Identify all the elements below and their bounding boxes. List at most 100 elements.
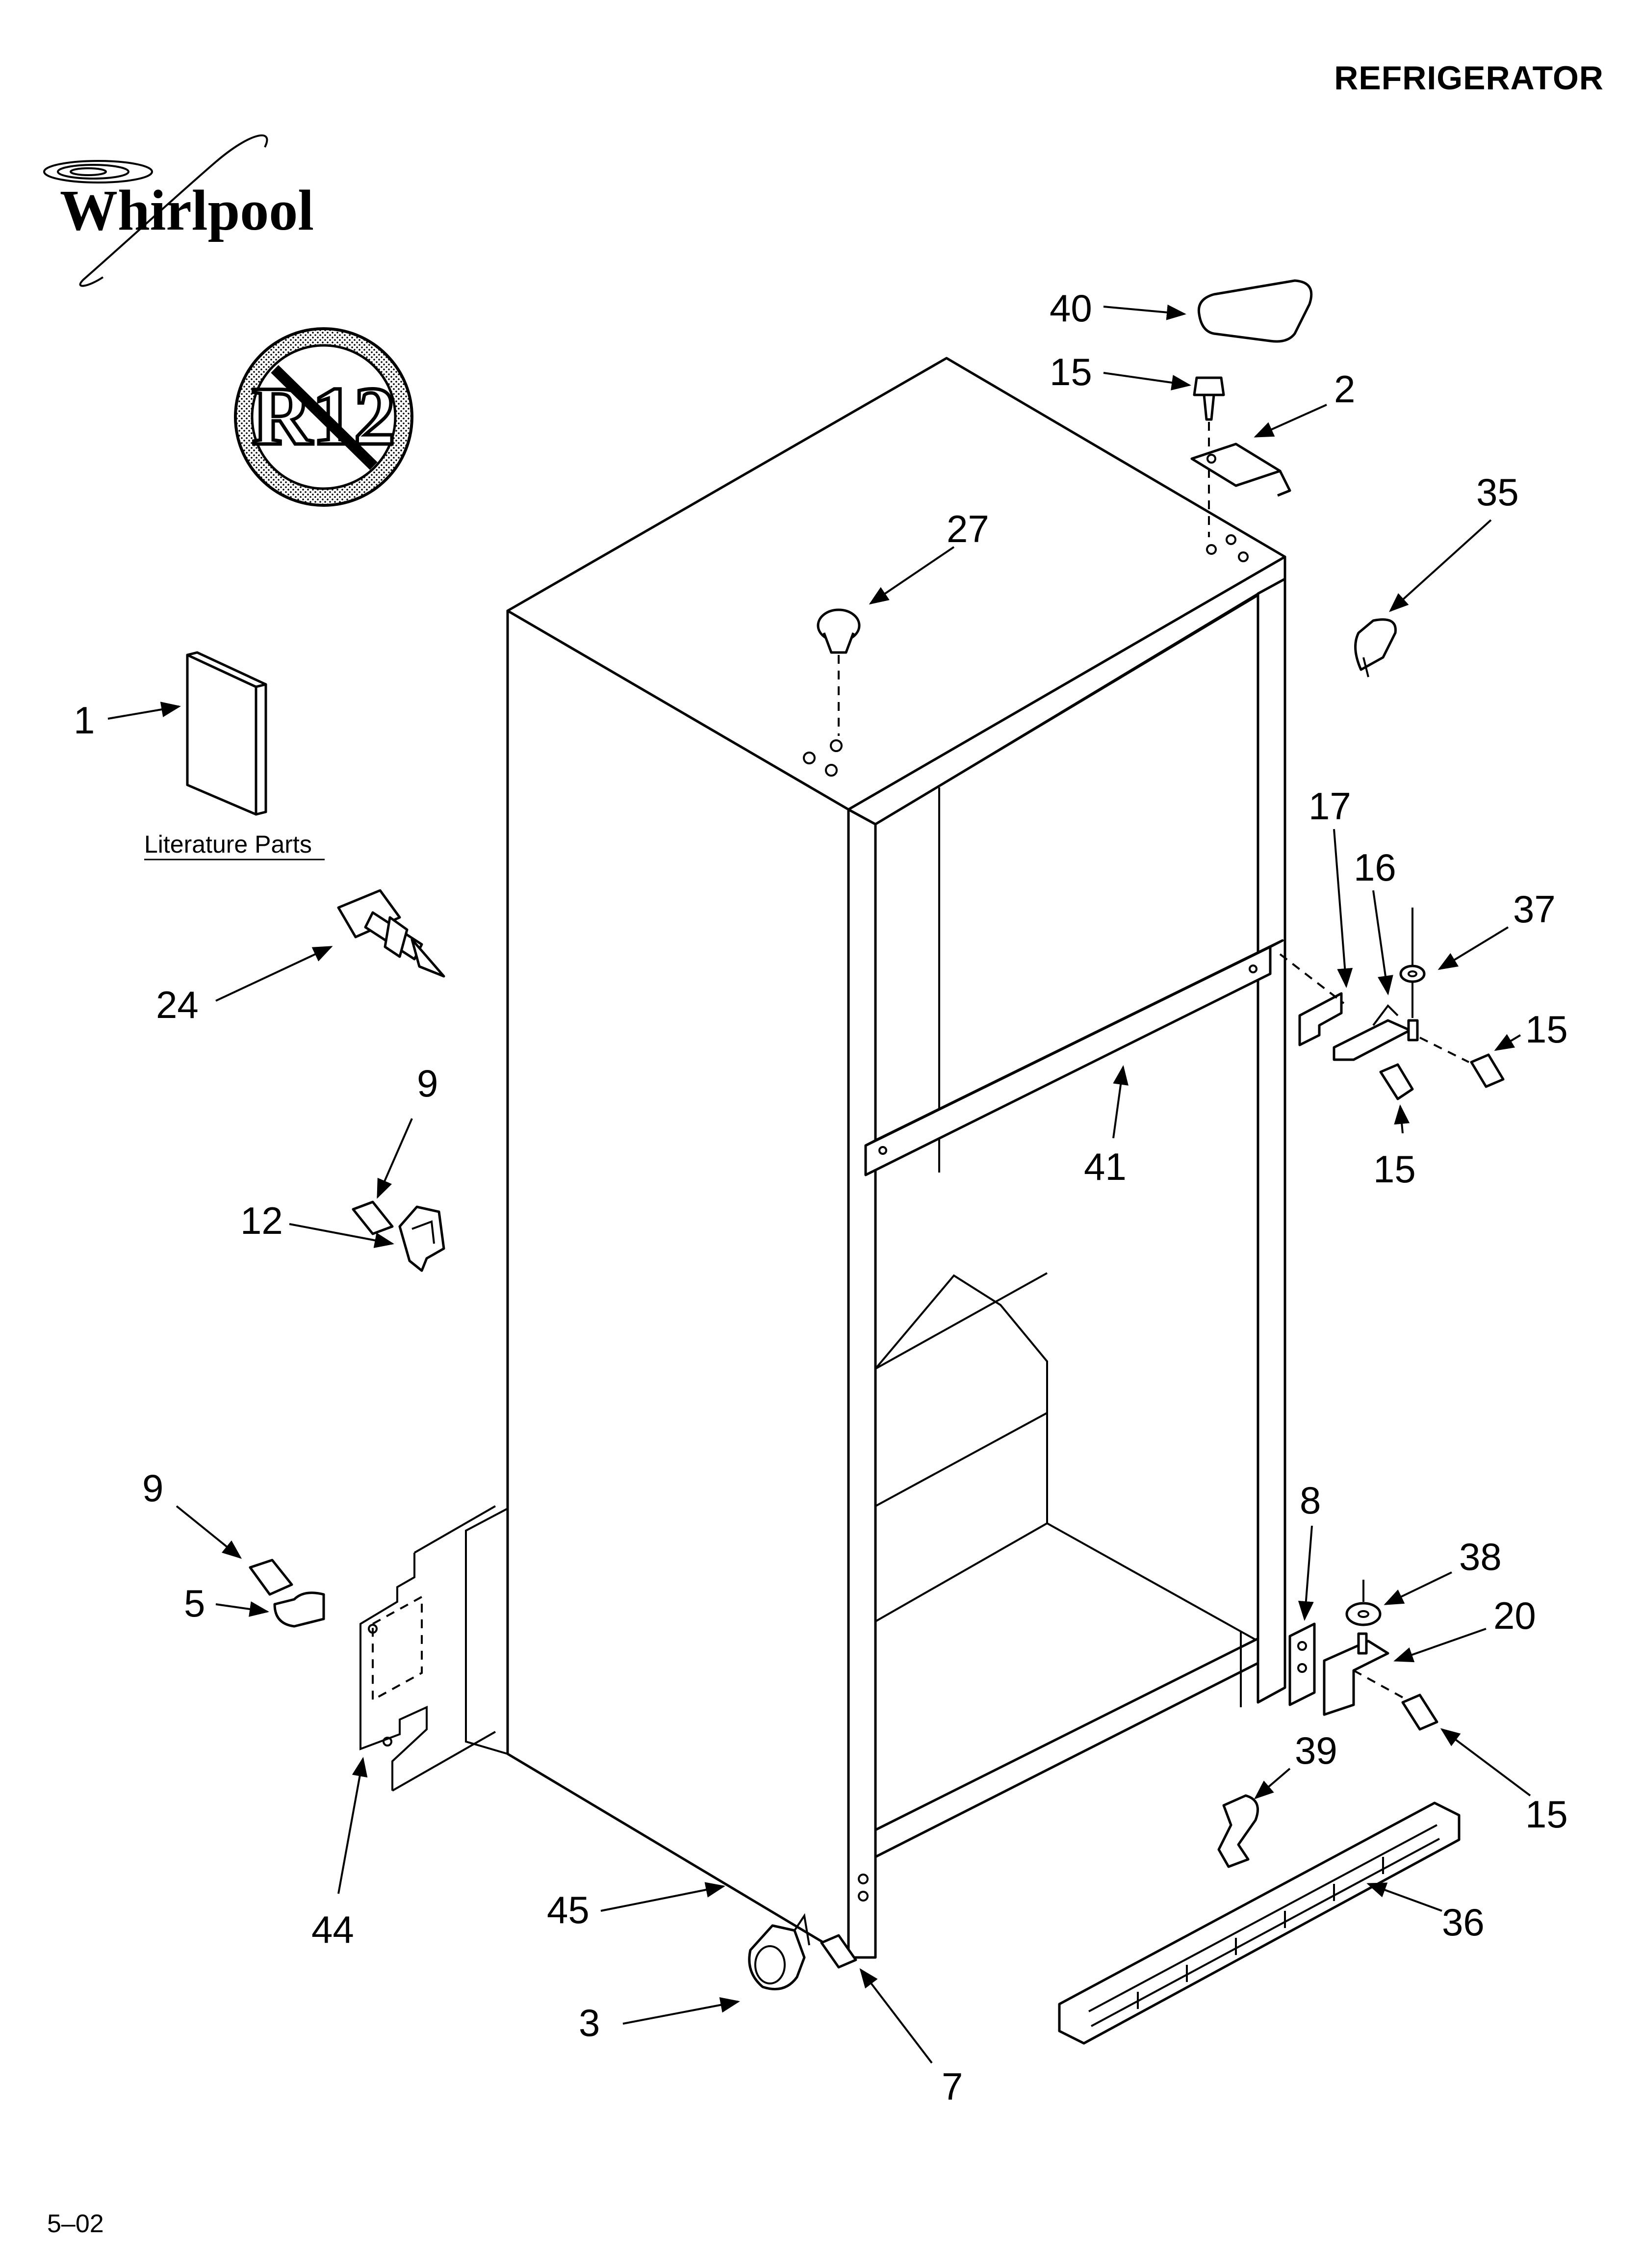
callout-2: 2 xyxy=(1334,367,1355,411)
bracket-44-top-edge xyxy=(414,1505,496,1554)
leader-36 xyxy=(1366,1882,1442,1912)
callout-39: 39 xyxy=(1295,1729,1337,1772)
divider-rail-hole-a xyxy=(878,1146,887,1155)
bottom-hinge-assembly xyxy=(1217,1580,1438,1868)
callout-37: 37 xyxy=(1513,887,1556,931)
toe-grille-body xyxy=(1058,1801,1461,2045)
callout-15-bottom: 15 xyxy=(1525,1793,1568,1836)
center-hinge-guide-b xyxy=(1419,1037,1469,1063)
callout-27: 27 xyxy=(947,507,989,550)
top-hinge-screw xyxy=(1193,376,1225,537)
literature-parts: Literature Parts xyxy=(144,651,325,860)
center-hinge-assembly xyxy=(1279,908,1505,1100)
cabinet-bottom-rail xyxy=(874,1637,1259,1858)
center-hinge-pin xyxy=(1407,1019,1419,1042)
leader-15d xyxy=(1440,1728,1531,1797)
leader-35 xyxy=(1389,519,1492,612)
leader-45 xyxy=(600,1882,725,1912)
callout-7: 7 xyxy=(942,2065,963,2108)
callout-3: 3 xyxy=(579,2001,600,2044)
leader-20 xyxy=(1393,1628,1487,1663)
washer-38-hole xyxy=(1358,1610,1369,1618)
washer-37-hole xyxy=(1408,970,1417,977)
leader-24 xyxy=(215,946,333,1002)
center-hinge-16 xyxy=(1333,1019,1411,1061)
top-hinge-screw-head xyxy=(1193,376,1225,396)
divider-rail-hole-b xyxy=(1249,965,1257,973)
center-hinge-guide-a xyxy=(1279,953,1345,1004)
callout-15-center-right: 15 xyxy=(1525,1008,1568,1051)
top-hole-e xyxy=(1226,534,1236,545)
top-hole-c xyxy=(830,739,843,752)
leader-41 xyxy=(1112,1065,1129,1139)
leader-16 xyxy=(1372,890,1393,995)
callout-12: 12 xyxy=(240,1199,283,1242)
bracket-44-hole-a xyxy=(368,1624,378,1634)
cabinet-liner-top-edge xyxy=(874,593,1259,825)
callout-24: 24 xyxy=(156,983,199,1026)
cabinet-hole-b xyxy=(858,1891,869,1902)
callout-45: 45 xyxy=(547,1888,590,1931)
date-code: 5–02 xyxy=(47,2210,104,2238)
leveling-leg-tip xyxy=(410,938,445,978)
leveling-leg-plate xyxy=(337,889,401,938)
top-hinge xyxy=(1190,443,1291,497)
roller-assembly xyxy=(748,1913,857,1990)
literature-label: Literature Parts xyxy=(144,831,312,858)
hinge-cap xyxy=(1354,618,1397,678)
leader-8 xyxy=(1298,1525,1314,1621)
leader-9b xyxy=(176,1505,242,1559)
bottom-hinge-pin xyxy=(1357,1632,1368,1655)
bottom-hinge-guide xyxy=(1353,1669,1403,1698)
leader-39 xyxy=(1254,1768,1291,1799)
leader-44 xyxy=(337,1757,368,1894)
callout-20: 20 xyxy=(1493,1594,1536,1637)
refrigerator-cabinet xyxy=(465,357,1286,1959)
washer-38 xyxy=(1345,1602,1382,1626)
roller-screw-7 xyxy=(820,1934,857,1969)
top-hinge-cover xyxy=(1197,279,1313,343)
brand-name: Whirlpool xyxy=(60,178,314,242)
clip-12-detail xyxy=(411,1220,435,1244)
lower-screw-9 xyxy=(249,1559,293,1596)
literature-book-side xyxy=(255,683,267,816)
callout-40: 40 xyxy=(1050,287,1092,330)
top-hinge-hole xyxy=(1206,454,1216,464)
cabinet-front-right-flange xyxy=(1257,577,1286,1704)
divider-rail-top xyxy=(864,939,1284,1147)
leader-12 xyxy=(289,1223,394,1248)
bottom-hinge-screw-15 xyxy=(1401,1694,1438,1731)
leader-38 xyxy=(1384,1571,1452,1605)
cabinet-back-edge xyxy=(465,1508,508,1755)
callout-9-upper: 9 xyxy=(417,1062,438,1105)
leader-9a xyxy=(377,1118,413,1199)
clip-assembly-lower xyxy=(249,1505,496,1792)
leader-17 xyxy=(1333,829,1353,988)
whirlpool-logo: Whirlpool xyxy=(43,134,314,287)
bottom-hinge-20 xyxy=(1323,1640,1389,1716)
center-hinge-shim-17 xyxy=(1298,992,1343,1046)
clamp-5 xyxy=(273,1591,325,1628)
page-title: REFRIGERATOR xyxy=(1334,59,1604,97)
upper-screw-9 xyxy=(352,1200,394,1235)
leveling-leg xyxy=(337,889,445,978)
toe-grille-slots xyxy=(1088,1824,1440,2027)
bracket-44-bottom-edge xyxy=(392,1731,496,1792)
roller-wheel xyxy=(754,1945,786,1984)
cabinet-front-left-flange xyxy=(847,808,877,1959)
top-hinge-tab xyxy=(1235,469,1291,497)
washer-37 xyxy=(1399,965,1426,983)
top-hole-f xyxy=(1238,551,1249,562)
logo-swoosh xyxy=(79,134,268,287)
divider-rail-front xyxy=(864,945,1272,1176)
clip-assembly-upper xyxy=(352,1200,445,1272)
callout-labels: 40 15 2 35 27 1 24 17 16 37 15 15 41 9 1… xyxy=(74,287,1568,2108)
cabinet-hole-a xyxy=(858,1874,869,1884)
callout-15-center-lower: 15 xyxy=(1373,1147,1416,1191)
liner-freezer-step-top xyxy=(875,1272,1048,1370)
callout-16: 16 xyxy=(1354,846,1396,889)
leader-1 xyxy=(107,702,181,720)
toe-grille-top-edge xyxy=(1059,1802,1435,2005)
callout-15-top: 15 xyxy=(1050,350,1092,393)
